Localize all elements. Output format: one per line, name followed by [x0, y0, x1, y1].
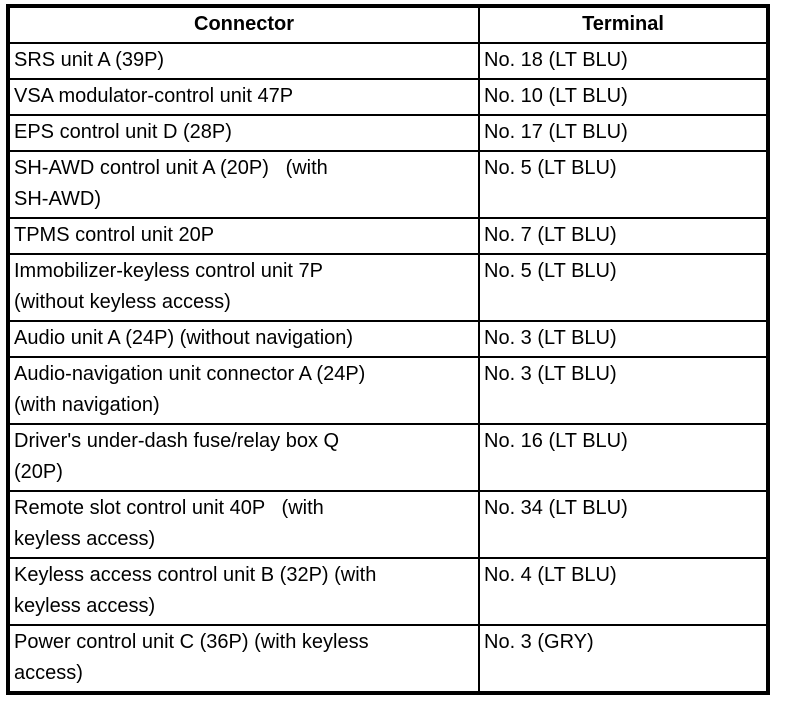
table-row: SH-AWD control unit A (20P) (with SH-AWD…: [7, 150, 769, 219]
terminal-cell: No. 3 (LT BLU): [478, 320, 769, 358]
terminal-cell: No. 16 (LT BLU): [478, 423, 769, 492]
terminal-cell: No. 34 (LT BLU): [478, 490, 769, 559]
table-row: Remote slot control unit 40P (with keyle…: [7, 490, 769, 559]
connector-cell: Audio unit A (24P) (without navigation): [7, 320, 480, 358]
terminal-cell: No. 4 (LT BLU): [478, 557, 769, 626]
connector-terminal-table: Connector Terminal SRS unit A (39P) No. …: [6, 4, 770, 695]
terminal-cell: No. 17 (LT BLU): [478, 114, 769, 152]
connector-cell: Power control unit C (36P) (with keyless…: [7, 624, 480, 694]
terminal-cell: No. 3 (LT BLU): [478, 356, 769, 425]
table-row: Immobilizer-keyless control unit 7P (wit…: [7, 253, 769, 322]
terminal-cell: No. 7 (LT BLU): [478, 217, 769, 255]
connector-cell: Immobilizer-keyless control unit 7P (wit…: [7, 253, 480, 322]
connector-cell: TPMS control unit 20P: [7, 217, 480, 255]
connector-cell: SRS unit A (39P): [7, 42, 480, 80]
connector-cell: SH-AWD control unit A (20P) (with SH-AWD…: [7, 150, 480, 219]
table-row: VSA modulator-control unit 47P No. 10 (L…: [7, 78, 769, 116]
table-row: Keyless access control unit B (32P) (wit…: [7, 557, 769, 626]
connector-cell: EPS control unit D (28P): [7, 114, 480, 152]
table-row: SRS unit A (39P) No. 18 (LT BLU): [7, 42, 769, 80]
terminal-cell: No. 5 (LT BLU): [478, 150, 769, 219]
column-header-connector: Connector: [7, 5, 480, 44]
connector-cell: Driver's under-dash fuse/relay box Q (20…: [7, 423, 480, 492]
terminal-cell: No. 10 (LT BLU): [478, 78, 769, 116]
connector-cell: Remote slot control unit 40P (with keyle…: [7, 490, 480, 559]
table-header: Connector Terminal: [7, 5, 769, 44]
connector-cell: Audio-navigation unit connector A (24P) …: [7, 356, 480, 425]
terminal-cell: No. 18 (LT BLU): [478, 42, 769, 80]
terminal-cell: No. 5 (LT BLU): [478, 253, 769, 322]
table-body: SRS unit A (39P) No. 18 (LT BLU) VSA mod…: [7, 42, 769, 694]
table-row: Driver's under-dash fuse/relay box Q (20…: [7, 423, 769, 492]
table-row: Audio unit A (24P) (without navigation) …: [7, 320, 769, 358]
table-row: Audio-navigation unit connector A (24P) …: [7, 356, 769, 425]
connector-cell: Keyless access control unit B (32P) (wit…: [7, 557, 480, 626]
connector-cell: VSA modulator-control unit 47P: [7, 78, 480, 116]
column-header-terminal: Terminal: [478, 5, 769, 44]
table-row: TPMS control unit 20P No. 7 (LT BLU): [7, 217, 769, 255]
terminal-cell: No. 3 (GRY): [478, 624, 769, 694]
table-row: EPS control unit D (28P) No. 17 (LT BLU): [7, 114, 769, 152]
header-row: Connector Terminal: [7, 5, 769, 44]
table-row: Power control unit C (36P) (with keyless…: [7, 624, 769, 694]
